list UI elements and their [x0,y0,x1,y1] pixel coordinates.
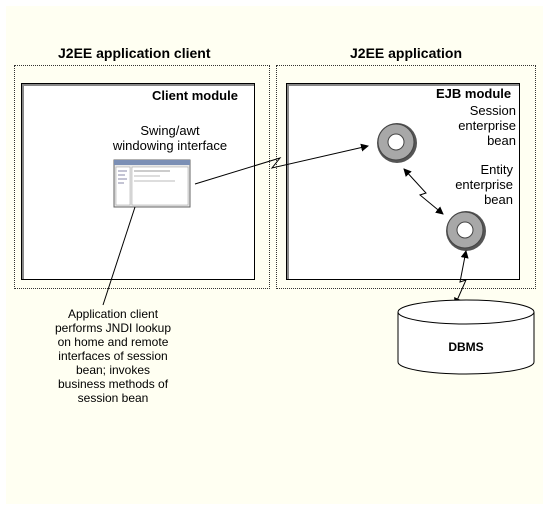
note-line6: business methods of [57,377,169,391]
session-label-line3: bean [487,133,516,148]
note-line1: Application client [67,307,159,321]
note-line3: on home and remote [57,335,169,349]
entity-label-line3: bean [484,192,513,207]
client-note: Application client performs JNDI lookup … [28,307,198,405]
entity-bean-icon [446,211,486,251]
entity-label-line2: enterprise [455,177,513,192]
server-container [276,65,536,289]
entity-label-line1: Entity [480,162,513,177]
dbms-cylinder [397,299,535,375]
ui-label-line2: windowing interface [112,138,228,153]
client-container [14,65,270,289]
dbms-label: DBMS [448,340,484,354]
ui-label: Swing/awt windowing interface [100,123,240,153]
session-entity-arrow [403,168,444,215]
entity-dbms-arrow [454,250,469,306]
ejb-module-box [286,83,520,280]
session-label-line1: Session [469,103,516,118]
server-heading: J2EE application [350,45,463,61]
entity-bean-label: Entity enterprise bean [420,162,513,207]
note-line7: session bean [77,391,149,405]
client-to-session-arrow [194,143,369,185]
client-heading: J2EE application client [58,45,211,61]
session-bean-icon [377,123,417,163]
note-leader-line [102,206,136,306]
session-label-line2: enterprise [458,118,516,133]
ui-label-line1: Swing/awt [140,123,200,138]
ejb-module-title: EJB module [436,86,512,101]
note-line4: interfaces of session [58,349,168,363]
swing-window-icon [113,159,191,208]
client-module-title: Client module [152,88,238,103]
client-module-box [21,83,255,280]
note-line2: performs JNDI lookup [54,321,172,335]
session-bean-label: Session enterprise bean [420,103,516,148]
note-line5: bean; invokes [75,363,151,377]
